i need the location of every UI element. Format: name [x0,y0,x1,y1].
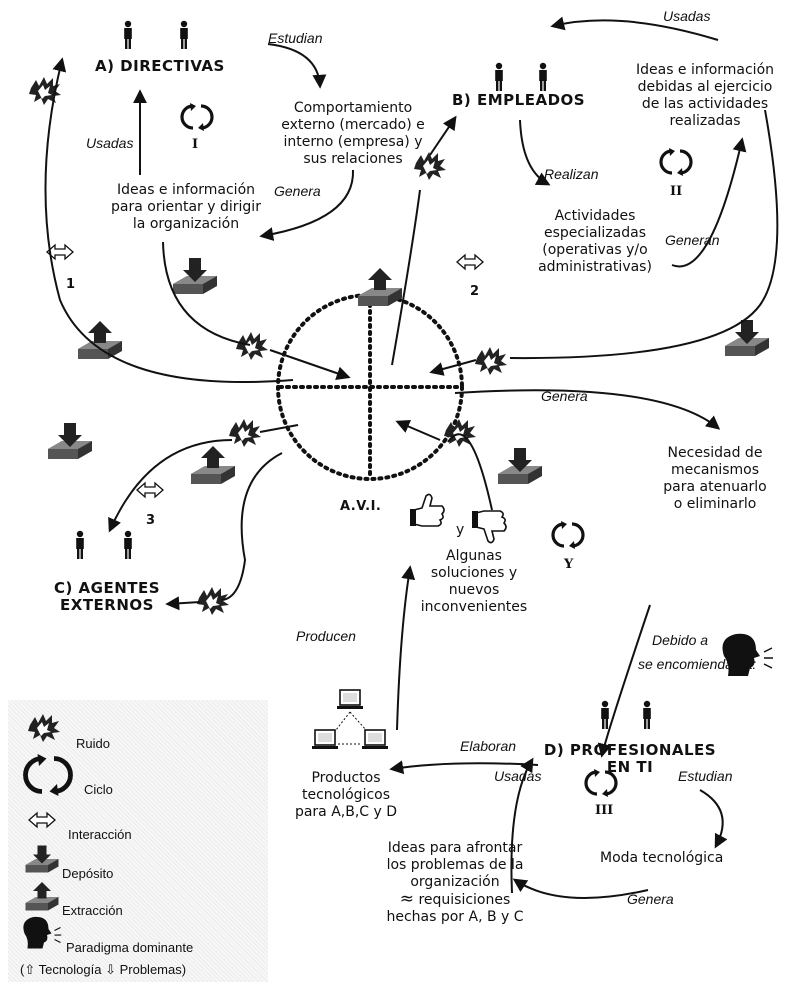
legend-paradigma-label: Paradigma dominante [66,940,194,955]
speaking-head-icon [722,633,773,676]
noise-icon [229,419,261,447]
legend-extraction-icon [26,882,59,911]
avi-label: A.V.I. [340,499,382,514]
noise-icon [236,332,268,360]
person-icon [643,700,651,729]
thumbs-up-icon [410,493,445,527]
noise-icon [444,419,476,447]
label-usadas-d: Usadas [494,768,542,784]
legend-extraccion-label: Extracción [62,903,123,918]
cycle-icon [180,101,214,133]
deposit-icon [48,423,92,459]
label-usadas-a: Usadas [86,135,134,151]
person-icon [539,62,547,91]
approx-symbol: ≈ [399,889,414,909]
label-producen: Producen [296,628,356,644]
label-genera-center: Genera [541,388,588,404]
extraction-icon [78,321,122,359]
noise-icon [475,347,507,375]
person-icon [180,20,188,49]
cycle-iii-label: III [595,803,614,818]
person-icon [495,62,503,91]
thumbs-down-icon [472,510,507,544]
moda-text: Moda tecnológica [600,850,724,866]
cycle-icon [551,519,585,551]
person-icon [601,700,609,729]
extraction-icon [191,446,235,484]
legend-ciclo-label: Ciclo [84,782,113,797]
interaction-icon [456,254,484,270]
person-icon [124,530,132,559]
section-a-title: A) DIRECTIVAS [95,57,225,75]
interaction-icon [136,482,164,498]
noise-icon [197,587,229,615]
legend-deposit-icon [26,846,59,873]
label-se-encomiendan: se encomiendan a: [638,656,757,672]
extraction-icon [358,268,402,306]
label-realizan: Realizan [544,166,599,182]
legend-cycle-icon [26,754,71,796]
avi-circle [276,293,464,481]
y-word: y [456,522,465,538]
person-icon [76,530,84,559]
label-usadas-b: Usadas [663,8,711,24]
network-icon [311,689,389,750]
cycle-ii-label: II [670,184,683,199]
legend-noise-icon [28,714,60,742]
label-genera-a: Genera [274,183,321,199]
legend-deposito-label: Depósito [62,866,114,881]
interaction-1-label: 1 [66,277,76,292]
cycle-icon [659,146,693,178]
legend-paradigm-icon [23,916,62,949]
person-icon [124,20,132,49]
label-elaboran: Elaboran [460,738,517,754]
label-generan: Generan [665,232,720,248]
legend-paradigma-note: (⇧ Tecnología ⇩ Problemas) [20,962,187,977]
label-debido-a: Debido a [652,632,709,648]
section-b-title: B) EMPLEADOS [452,91,586,109]
legend-interaccion-label: Interacción [68,827,132,842]
deposit-icon [725,320,769,356]
cycle-y-label: Y [564,557,574,572]
label-estudian-a: Estudian [268,30,323,46]
deposit-icon [498,448,542,484]
label-genera-d: Genera [627,891,674,907]
interaction-3-label: 3 [146,513,156,528]
legend-interaction-icon [28,812,56,828]
legend-panel [8,700,268,982]
label-estudian-d: Estudian [678,768,733,784]
legend-ruido-label: Ruido [76,736,110,751]
deposit-icon [173,258,217,294]
interaction-2-label: 2 [470,284,480,299]
cycle-i-label: I [192,137,199,152]
flow-arrows [44,16,779,899]
